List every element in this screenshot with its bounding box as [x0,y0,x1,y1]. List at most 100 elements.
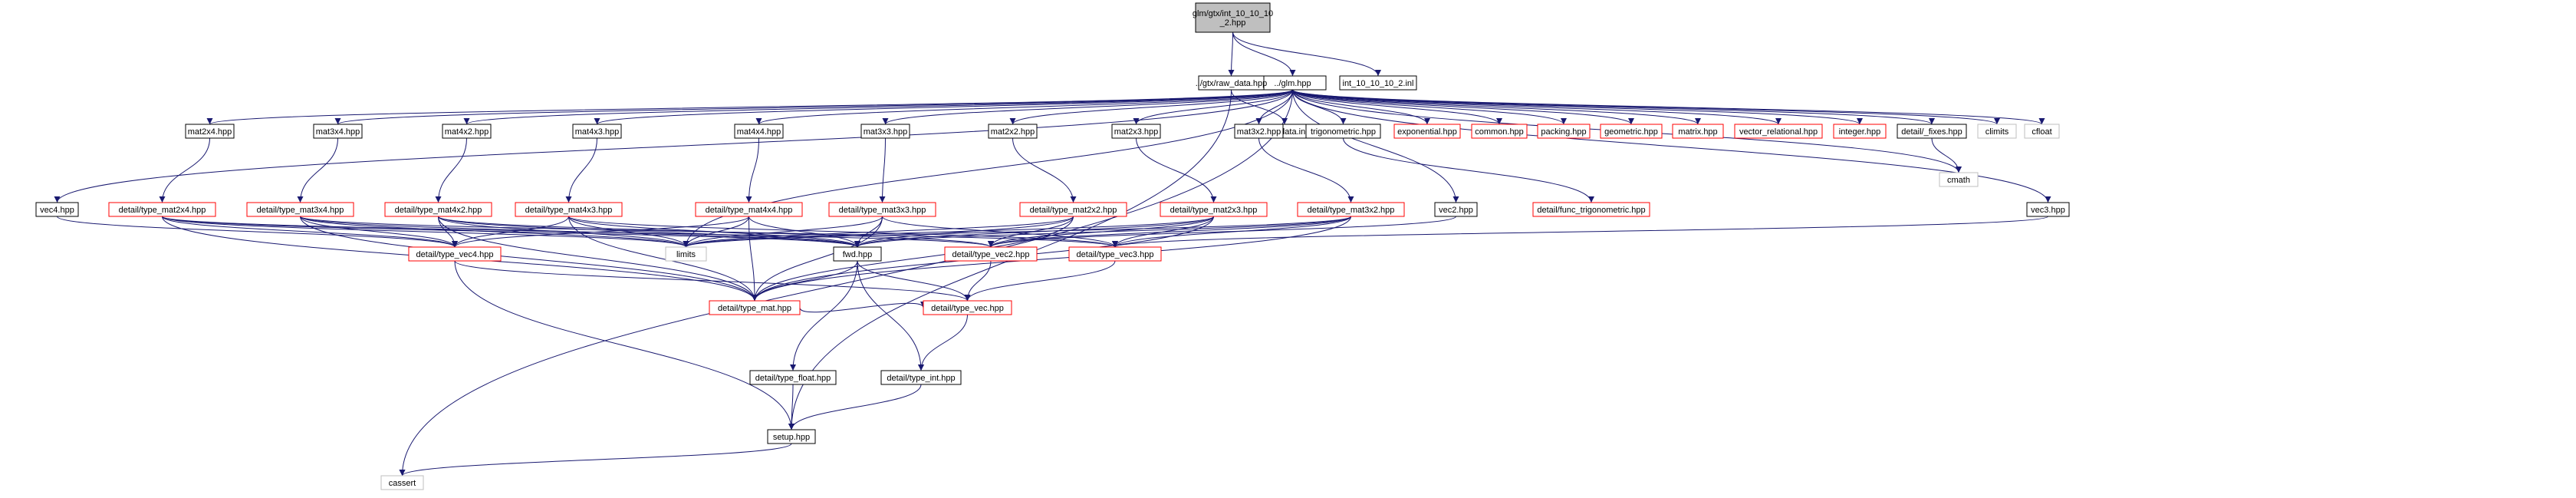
node-expo[interactable]: exponential.hpp [1393,124,1461,139]
node-label: detail/type_mat2x3.hpp [1170,206,1258,215]
node-label: detail/type_mat3x3.hpp [839,206,926,215]
node-box [408,246,502,262]
node-mat3x4[interactable]: mat3x4.hpp [313,124,363,139]
node-cassert[interactable]: cassert [380,475,424,490]
node-tm2x2[interactable]: detail/type_mat2x2.hpp [1019,202,1127,217]
node-label: detail/type_vec3.hpp [1077,250,1154,259]
node-mat2x2[interactable]: mat2x2.hpp [988,124,1038,139]
node-tm4x2[interactable]: detail/type_mat4x2.hpp [384,202,492,217]
node-tvec3[interactable]: detail/type_vec3.hpp [1068,246,1162,262]
edge-glm-to-common [1292,89,1502,125]
edge-tm4x4-to-tvec4 [452,216,749,248]
node-label: vec2.hpp [1439,206,1473,215]
node-trig[interactable]: trigonometric.hpp [1305,124,1381,139]
node-tm4x3[interactable]: detail/type_mat4x3.hpp [515,202,623,217]
node-label: mat4x2.hpp [445,127,489,137]
node-label: ../glm.hpp [1274,79,1311,88]
edge-fwd-to-tvec [857,260,971,302]
node-box [1234,124,1284,139]
edge-tm2x2-to-tmat [752,216,1074,302]
node-box [1160,202,1268,217]
node-label: mat2x3.hpp [1114,127,1158,137]
node-tint[interactable]: detail/type_int.hpp [880,370,962,385]
node-glm[interactable]: ../glm.hpp [1258,75,1327,91]
node-tvec[interactable]: detail/type_vec.hpp [923,300,1012,315]
node-box [1019,202,1127,217]
node-fwd[interactable]: fwd.hpp [833,246,882,262]
node-functrig[interactable]: detail/func_trigonometric.hpp [1532,202,1650,217]
node-cfloat[interactable]: cfloat [2024,124,2060,139]
edge-tm4x3-to-tmat [568,216,758,302]
edge-fixes-to-cmath [1931,137,1962,173]
edge-tm4x4-to-fwd [748,216,860,248]
node-rawdata[interactable]: ../gtx/raw_data.hpp [1196,75,1268,91]
node-tm2x4[interactable]: detail/type_mat2x4.hpp [108,202,216,217]
node-box [1734,124,1823,139]
node-tm3x2[interactable]: detail/type_mat3x2.hpp [1297,202,1405,217]
node-packing[interactable]: packing.hpp [1537,124,1591,139]
node-climits[interactable]: climits [1977,124,2017,139]
node-box [1537,124,1591,139]
edge-glm-to-expo [1292,89,1430,125]
node-label: detail/type_vec2.hpp [952,250,1030,259]
node-box [734,124,784,139]
node-mat4x2[interactable]: mat4x2.hpp [442,124,492,139]
node-vec4[interactable]: vec4.hpp [35,202,79,217]
node-cmath[interactable]: cmath [1939,172,1979,187]
node-box [1393,124,1461,139]
node-mat3x3[interactable]: mat3x3.hpp [860,124,910,139]
node-label: ../gtx/raw_data.hpp [1196,79,1268,88]
node-box [1939,172,1979,187]
node-label: cmath [1947,176,1970,185]
node-mat4x3[interactable]: mat4x3.hpp [572,124,622,139]
node-box [313,124,363,139]
node-matrix[interactable]: matrix.hpp [1672,124,1724,139]
node-tm4x4[interactable]: detail/type_mat4x4.hpp [695,202,803,217]
node-box [923,300,1012,315]
node-geometric[interactable]: geometric.hpp [1600,124,1663,139]
edge-tm4x4-to-tmat [748,216,758,302]
node-label: integer.hpp [1839,127,1880,137]
edge-mat2x2-to-tm2x2 [1012,137,1077,203]
node-fixes[interactable]: detail/_fixes.hpp [1897,124,1967,139]
node-box [833,246,882,262]
node-label: detail/func_trigonometric.hpp [1537,206,1645,215]
node-tm3x3[interactable]: detail/type_mat3x3.hpp [828,202,936,217]
node-label: trigonometric.hpp [1311,127,1376,137]
node-inl[interactable]: int_10_10_10_2.inl [1339,75,1417,91]
node-mat2x3[interactable]: mat2x3.hpp [1111,124,1161,139]
node-box [767,429,816,444]
nodes-layer: glm/gtx/int_10_10_10_2.hpp ../glm.hpp ../g… [35,2,2070,490]
node-tvec4[interactable]: detail/type_vec4.hpp [408,246,502,262]
node-tm2x3[interactable]: detail/type_mat2x3.hpp [1160,202,1268,217]
node-vecrel[interactable]: vector_relational.hpp [1734,124,1823,139]
node-mat4x4[interactable]: mat4x4.hpp [734,124,784,139]
edge-tm2x4-to-tvec4 [162,216,458,248]
node-label: detail/_fixes.hpp [1901,127,1962,137]
node-mat3x2[interactable]: mat3x2.hpp [1234,124,1284,139]
node-tfloat[interactable]: detail/type_float.hpp [749,370,837,385]
edge-tm2x4-to-limits [162,216,689,248]
node-label: detail/type_mat2x4.hpp [119,206,206,215]
edge-tm2x2-to-fwd [854,216,1074,248]
node-box [1198,75,1265,91]
node-tmat[interactable]: detail/type_mat.hpp [709,300,801,315]
node-tvec2[interactable]: detail/type_vec2.hpp [944,246,1038,262]
edge-glm-to-fixes [1292,89,1935,125]
node-box [880,370,962,385]
node-setup[interactable]: setup.hpp [767,429,816,444]
node-vec3[interactable]: vec3.hpp [2026,202,2070,217]
node-box [108,202,216,217]
node-limits[interactable]: limits [665,246,707,262]
node-box [944,246,1038,262]
edge-glm-to-vec2 [1292,89,1459,203]
edge-tmat-to-tvec [799,301,926,313]
edge-mat4x3-to-tm4x3 [565,137,597,203]
node-tm3x4[interactable]: detail/type_mat3x4.hpp [246,202,354,217]
node-mat2x4[interactable]: mat2x4.hpp [185,124,235,139]
node-root[interactable]: glm/gtx/int_10_10_10_2.hpp [1193,2,1273,33]
node-vec2[interactable]: vec2.hpp [1434,202,1478,217]
node-common[interactable]: common.hpp [1471,124,1528,139]
edge-tm4x3-to-fwd [568,216,860,248]
node-integer[interactable]: integer.hpp [1833,124,1887,139]
